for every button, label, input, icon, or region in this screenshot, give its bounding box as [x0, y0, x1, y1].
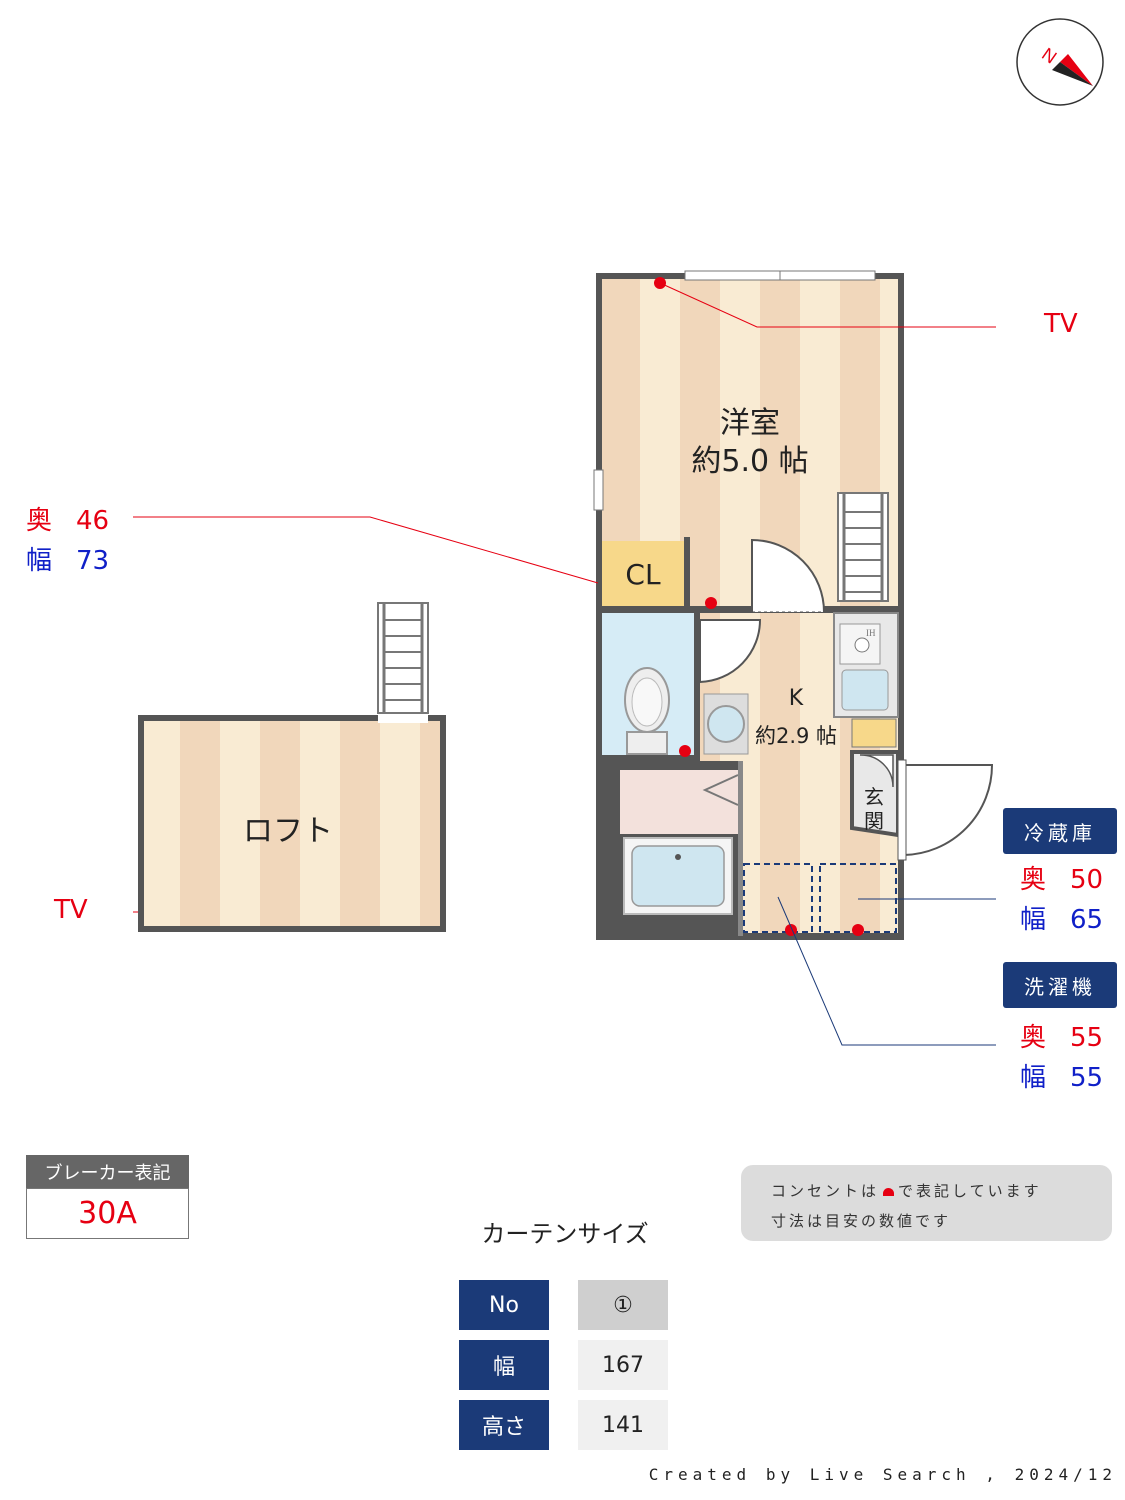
toilet-icon [624, 667, 670, 755]
curtain-header-width: 幅 [459, 1340, 549, 1390]
compass-icon: N [1016, 18, 1104, 106]
fridge-depth-label: 奥 [1020, 865, 1047, 895]
kitchen-size: 約2.9 帖 [754, 724, 838, 748]
outlet-markers [191, 277, 864, 936]
loft [138, 602, 446, 932]
washer-badge: 洗濯機 [1003, 962, 1117, 1008]
depth-label: 奥 [26, 506, 53, 536]
washer-space [743, 863, 813, 933]
western-room-name: 洋室 [720, 406, 780, 441]
western-room-size: 約5.0 帖 [691, 444, 809, 479]
kitchen-name: K [788, 686, 804, 711]
washbasin-icon [703, 693, 749, 755]
breaker-value: 30A [26, 1188, 189, 1239]
closet-label: CL [625, 558, 661, 591]
closet [602, 541, 684, 606]
tv-label-loft: TV [54, 895, 88, 925]
curtain-header-height: 高さ [459, 1400, 549, 1450]
leader-lines [133, 282, 996, 1046]
washer-width-label: 幅 [1020, 1063, 1047, 1093]
note-line2: 寸法は目安の数値です [771, 1212, 952, 1230]
curtain-value-width: 167 [578, 1340, 668, 1390]
tv-label-main: TV [1044, 309, 1078, 339]
note-line1-suffix: で表記しています [898, 1182, 1042, 1200]
fridge-badge: 冷蔵庫 [1003, 808, 1117, 854]
fridge-measure: 奥 50 幅 65 [1020, 867, 1120, 933]
width-value: 73 [76, 546, 110, 576]
ladder-icon [837, 492, 889, 602]
loft-ladder-icon [377, 602, 429, 714]
window-left [593, 469, 604, 511]
curtain-value-no: ① [578, 1280, 668, 1330]
entrance-label: 玄関 [864, 785, 884, 833]
fridge-width-label: 幅 [1020, 905, 1047, 935]
fridge-depth-value: 50 [1070, 865, 1104, 895]
depth-value: 46 [76, 506, 110, 536]
credit: Created by Live Search , 2024/12 [648, 1465, 1117, 1484]
main-unit: IH [133, 270, 996, 1046]
washer-measure: 奥 55 幅 55 [1020, 1025, 1120, 1091]
note-line1-prefix: コンセントは [771, 1182, 880, 1200]
washer-width-value: 55 [1070, 1063, 1104, 1093]
shoe-box [851, 718, 897, 748]
kitchen-counter: IH [833, 612, 899, 718]
loft-label: ロフト [243, 814, 333, 849]
washer-depth-value: 55 [1070, 1023, 1104, 1053]
legend-note: コンセントはで表記しています 寸法は目安の数値です [741, 1165, 1112, 1241]
curtain-value-height: 141 [578, 1400, 668, 1450]
washer-depth-label: 奥 [1020, 1023, 1047, 1053]
curtain-header-no: No [459, 1280, 549, 1330]
outlet-legend-icon [883, 1188, 895, 1196]
width-label: 幅 [26, 546, 53, 576]
breaker-label: ブレーカー表記 [26, 1155, 189, 1188]
fridge-width-value: 65 [1070, 905, 1104, 935]
ih-label: IH [866, 628, 876, 638]
curtain-title: カーテンサイズ [481, 1220, 649, 1248]
closet-measure: 奥 46 幅 73 [26, 508, 126, 574]
